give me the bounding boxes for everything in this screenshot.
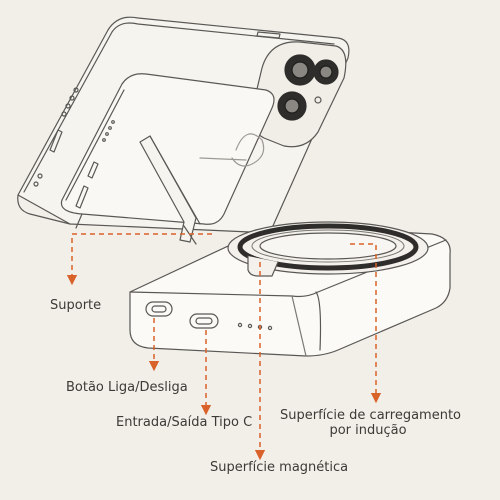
- label-stand: Suporte: [50, 298, 102, 313]
- label-induction-line1: Superfície de carregamento: [280, 408, 462, 423]
- power-button-icon: [87, 161, 99, 179]
- label-induction-surface: Superfície de carregamento por indução: [280, 408, 462, 438]
- powerbank-on-phone: [60, 73, 275, 229]
- label-power-button: Botão Liga/Desliga: [66, 380, 188, 395]
- label-magnetic-surface: Superfície magnética: [210, 460, 349, 475]
- magsafe-ring-icon: [227, 221, 429, 277]
- usb-c-port-icon: [75, 185, 89, 209]
- leader-stand: [66, 233, 212, 286]
- leader-induction: [350, 243, 382, 404]
- label-induction-line2: por indução: [329, 423, 407, 438]
- kickstand: [139, 135, 201, 245]
- leader-lines: [66, 233, 382, 461]
- usb-c-port-icon: [189, 313, 219, 329]
- power-button-icon: [145, 301, 173, 317]
- phone-side-dot: [73, 87, 79, 93]
- label-usb-c-port: Entrada/Saída Tipo C: [116, 415, 253, 430]
- camera-lens-icon: [249, 41, 347, 148]
